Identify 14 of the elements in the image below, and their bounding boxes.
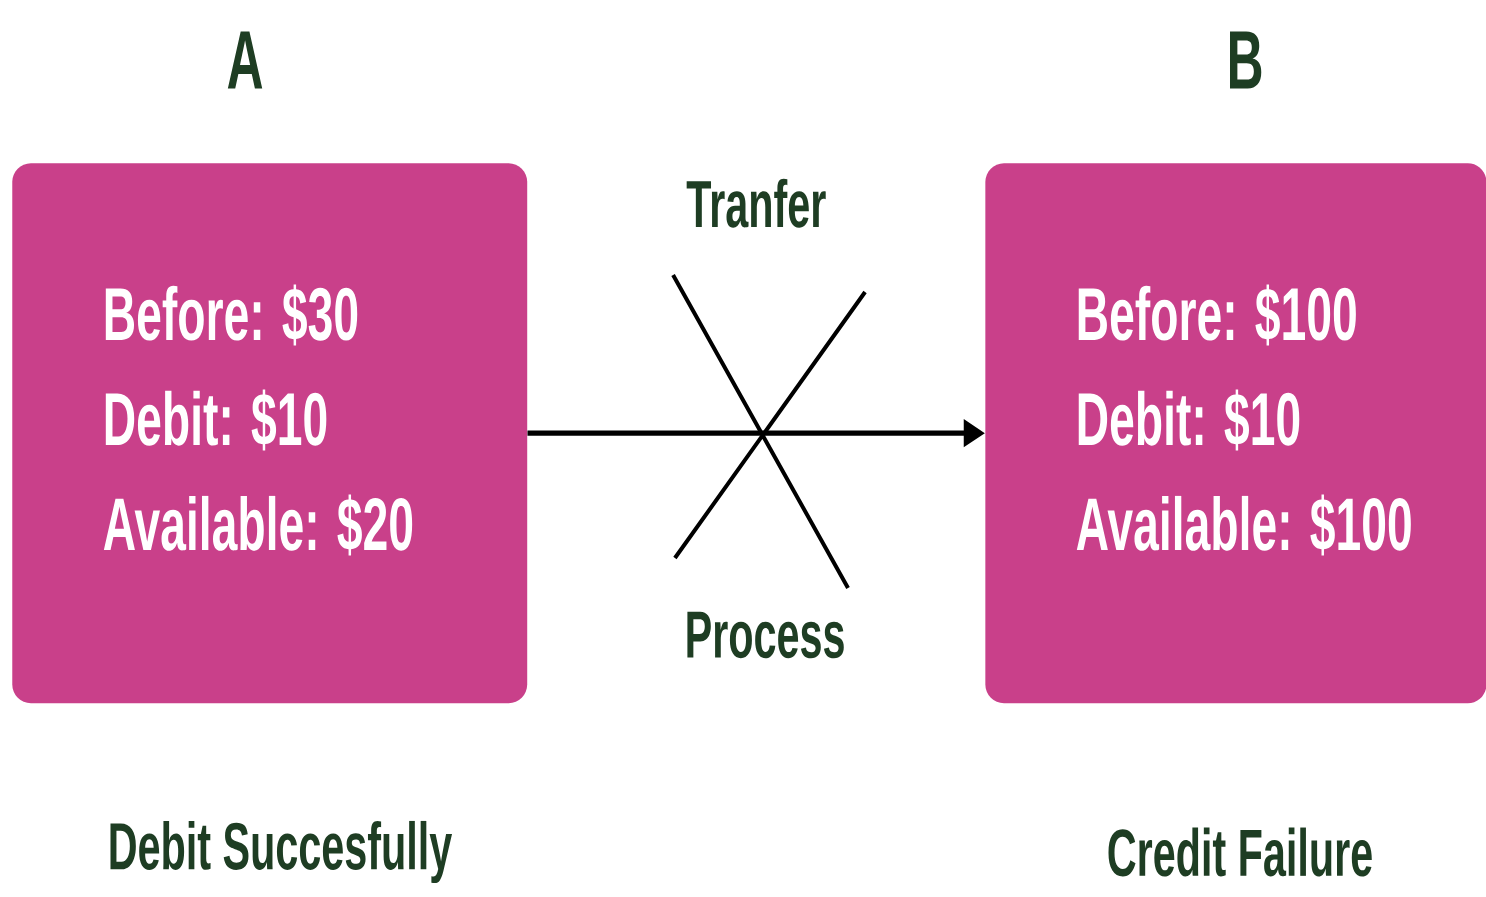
account-line: Available: $100 [1076,494,1411,556]
account-box [12,163,528,704]
account-line: Before: $30 [105,284,358,346]
status-caption: Credit Failure [1108,827,1372,877]
account-line: Debit: $10 [105,389,327,451]
process-text: Process [687,611,844,659]
edge-label: Tranfer [686,178,826,228]
account-heading: A [227,31,263,89]
account-box [985,163,1486,704]
account-line: Available: $20 [103,494,413,556]
account-line: Before: $100 [1078,284,1356,346]
account-line: Debit: $10 [1078,389,1300,451]
account-heading: B [1230,31,1262,89]
status-caption: Debit Succesfully [110,820,453,884]
